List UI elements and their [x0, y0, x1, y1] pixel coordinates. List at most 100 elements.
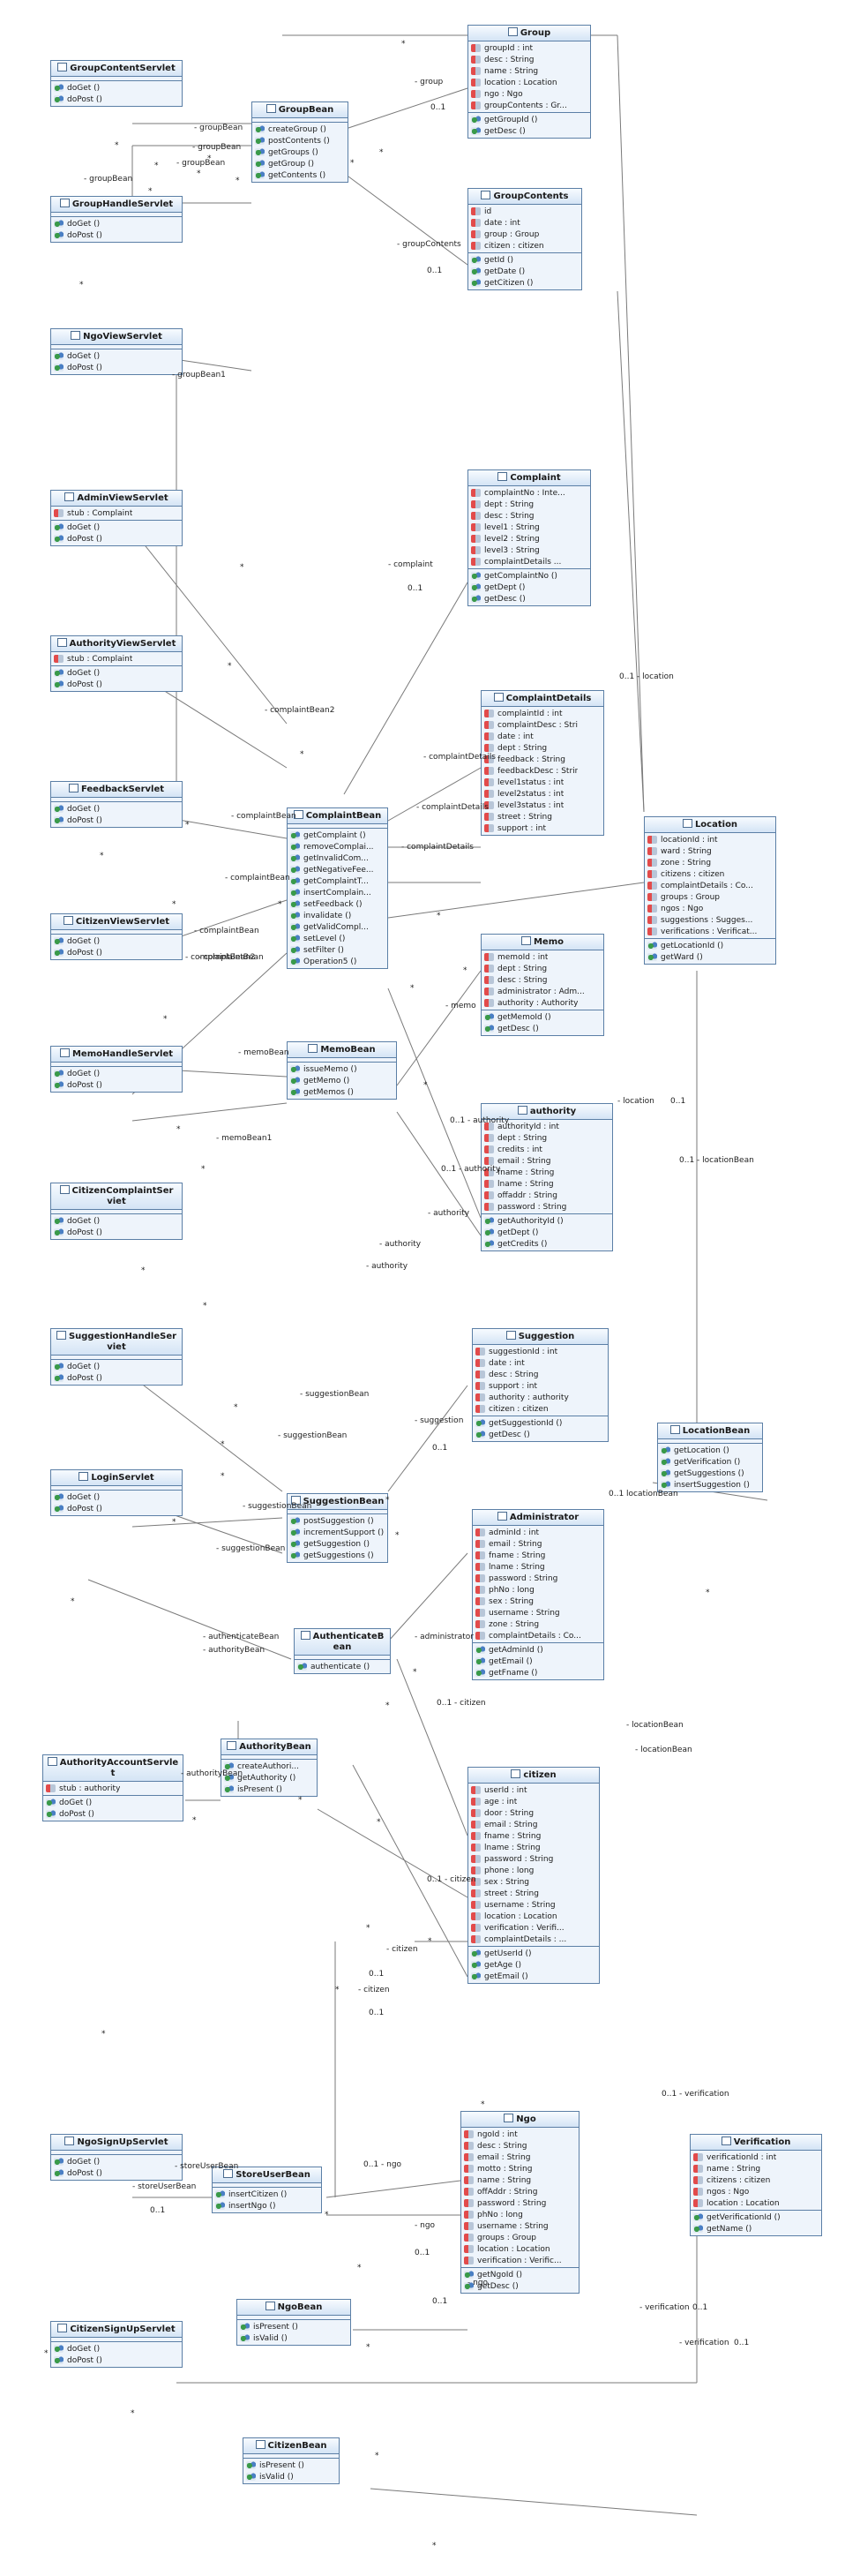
operation-row[interactable]: getCitizen () — [468, 277, 581, 289]
attribute-row[interactable]: phNo : long — [461, 2209, 579, 2220]
attribute-row[interactable]: level1status : int — [482, 777, 603, 788]
operation-row[interactable]: getSuggestions () — [658, 1468, 762, 1479]
attribute-row[interactable]: offaddr : String — [482, 1190, 612, 1201]
operation-row[interactable]: doPost () — [51, 533, 182, 544]
attribute-row[interactable]: name : String — [691, 2163, 821, 2174]
attribute-row[interactable]: citizens : citizen — [645, 868, 775, 880]
attribute-row[interactable]: motto : String — [461, 2163, 579, 2174]
operation-row[interactable]: getComplaintT... — [288, 875, 387, 887]
operation-row[interactable]: getDesc () — [468, 593, 590, 605]
operation-row[interactable]: Operation5 () — [288, 956, 387, 967]
attribute-row[interactable]: groups : Group — [461, 2232, 579, 2243]
operation-row[interactable]: insertNgo () — [213, 2200, 321, 2212]
attribute-row[interactable]: date : int — [482, 731, 603, 742]
operation-row[interactable]: doGet () — [51, 803, 182, 815]
attribute-row[interactable]: desc : String — [468, 54, 590, 65]
attribute-row[interactable]: password : String — [461, 2197, 579, 2209]
attribute-row[interactable]: email : String — [468, 1819, 599, 1830]
operation-row[interactable]: getId () — [468, 254, 581, 266]
operation-row[interactable]: getDate () — [468, 266, 581, 277]
attribute-row[interactable]: complaintDetails ... — [468, 556, 590, 567]
attribute-row[interactable]: stub : Complaint — [51, 507, 182, 519]
attribute-row[interactable]: desc : String — [482, 974, 603, 986]
attribute-row[interactable]: email : String — [482, 1155, 612, 1167]
attribute-row[interactable]: phNo : long — [473, 1584, 603, 1596]
attribute-row[interactable]: level1 : String — [468, 522, 590, 533]
attribute-row[interactable]: location : Location — [461, 2243, 579, 2255]
attribute-row[interactable]: support : int — [473, 1380, 608, 1392]
operation-row[interactable]: getFname () — [473, 1667, 603, 1679]
attribute-row[interactable]: administrator : Adm... — [482, 986, 603, 997]
operation-row[interactable]: getWard () — [645, 951, 775, 963]
attribute-row[interactable]: groupContents : Gr... — [468, 100, 590, 111]
attribute-row[interactable]: username : String — [468, 1899, 599, 1911]
attribute-row[interactable]: groups : Group — [645, 891, 775, 903]
operation-row[interactable]: doPost () — [51, 679, 182, 690]
operation-row[interactable]: doPost () — [51, 1372, 182, 1384]
operation-row[interactable]: getSuggestions () — [288, 1550, 387, 1561]
attribute-row[interactable]: password : String — [482, 1201, 612, 1213]
attribute-row[interactable]: dept : String — [482, 1132, 612, 1144]
operation-row[interactable]: setFeedback () — [288, 898, 387, 910]
attribute-row[interactable]: ward : String — [645, 845, 775, 857]
operation-row[interactable]: getLocation () — [658, 1445, 762, 1456]
operation-row[interactable]: insertSuggestion () — [658, 1479, 762, 1491]
attribute-row[interactable]: complaintId : int — [482, 708, 603, 719]
operation-row[interactable]: createGroup () — [252, 124, 348, 135]
operation-row[interactable]: getVerification () — [658, 1456, 762, 1468]
operation-row[interactable]: doGet () — [51, 2156, 182, 2167]
operation-row[interactable]: getComplaint () — [288, 830, 387, 841]
attribute-row[interactable]: date : int — [473, 1357, 608, 1369]
operation-row[interactable]: doGet () — [51, 1361, 182, 1372]
operation-row[interactable]: doGet () — [51, 1068, 182, 1079]
attribute-row[interactable]: dept : String — [482, 742, 603, 754]
attribute-row[interactable]: fname : String — [473, 1550, 603, 1561]
operation-row[interactable]: getVerificationId () — [691, 2212, 821, 2223]
attribute-row[interactable]: citizen : citizen — [473, 1403, 608, 1415]
operation-row[interactable]: doPost () — [51, 94, 182, 105]
attribute-row[interactable]: ngos : Ngo — [691, 2186, 821, 2197]
attribute-row[interactable]: password : String — [468, 1853, 599, 1865]
attribute-row[interactable]: ngo : Ngo — [468, 88, 590, 100]
attribute-row[interactable]: desc : String — [473, 1369, 608, 1380]
operation-row[interactable]: getMemoId () — [482, 1011, 603, 1023]
operation-row[interactable]: invalidate () — [288, 910, 387, 921]
operation-row[interactable]: getSuggestionId () — [473, 1417, 608, 1429]
attribute-row[interactable]: level2 : String — [468, 533, 590, 544]
attribute-row[interactable]: location : Location — [691, 2197, 821, 2209]
operation-row[interactable]: getNgoId () — [461, 2269, 579, 2280]
attribute-row[interactable]: street : String — [482, 811, 603, 822]
attribute-row[interactable]: lname : String — [473, 1561, 603, 1573]
attribute-row[interactable]: fname : String — [468, 1830, 599, 1842]
operation-row[interactable]: postContents () — [252, 135, 348, 146]
operation-row[interactable]: getSuggestion () — [288, 1538, 387, 1550]
operation-row[interactable]: getLocationId () — [645, 940, 775, 951]
operation-row[interactable]: setLevel () — [288, 933, 387, 944]
operation-row[interactable]: doGet () — [51, 218, 182, 229]
operation-row[interactable]: getMemo () — [288, 1075, 396, 1086]
operation-row[interactable]: doGet () — [51, 82, 182, 94]
attribute-row[interactable]: lname : String — [482, 1178, 612, 1190]
attribute-row[interactable]: credits : int — [482, 1144, 612, 1155]
attribute-row[interactable]: zone : String — [473, 1618, 603, 1630]
attribute-row[interactable]: ngos : Ngo — [645, 903, 775, 914]
attribute-row[interactable]: authority : Authority — [482, 997, 603, 1009]
operation-row[interactable]: isPresent () — [237, 2321, 350, 2332]
operation-row[interactable]: doGet () — [51, 935, 182, 947]
